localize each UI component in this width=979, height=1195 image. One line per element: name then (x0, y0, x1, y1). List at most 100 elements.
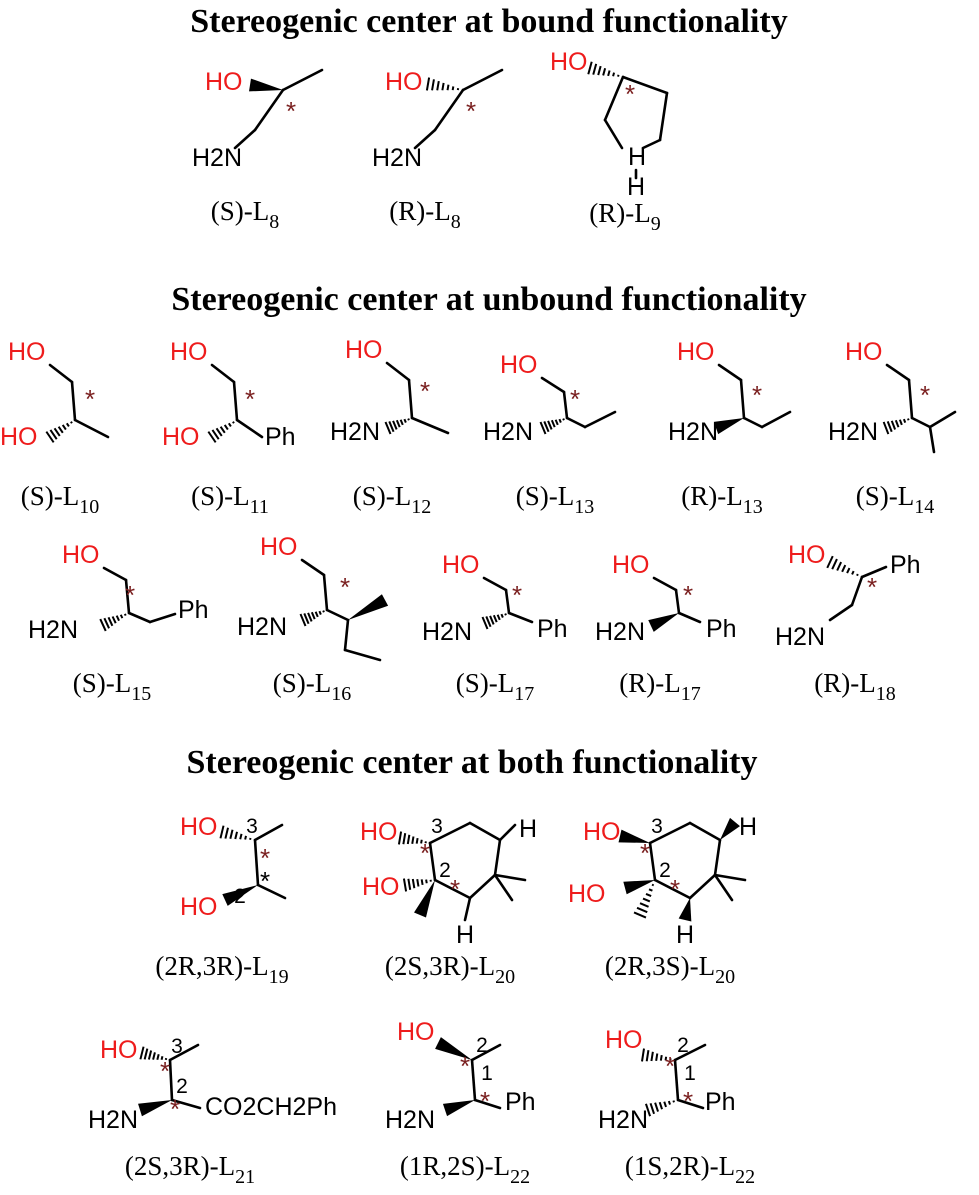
stereocenter-marker: * (640, 838, 650, 868)
hash-bond (907, 418, 910, 421)
hash-bond (397, 831, 403, 845)
hash-bond (651, 883, 655, 887)
hash-bond (115, 615, 120, 622)
bond (885, 363, 911, 382)
wedge-bond (713, 418, 744, 435)
hash-bond (234, 831, 238, 840)
hash-bond (244, 835, 247, 840)
stereocenter-marker: * (665, 1051, 675, 1081)
bond (928, 410, 957, 429)
bond (170, 1098, 202, 1110)
bond (493, 873, 514, 902)
stereocenter-marker: * (160, 1056, 170, 1086)
amino-label: H2N (483, 418, 533, 446)
hash-bond (143, 1048, 149, 1060)
header-unbound: Stereogenic center at unbound functional… (171, 281, 806, 318)
caption-S-L8: (S)-L8 (211, 196, 279, 233)
hash-bond (894, 419, 900, 428)
hydroxyl-label: HO (170, 338, 208, 366)
stereocenter-marker: * (340, 572, 350, 602)
ring-nitrogen-label: H (628, 143, 646, 171)
bond (676, 1098, 705, 1110)
phenyl-label: Ph (706, 615, 737, 643)
bond (148, 612, 177, 624)
hash-bond (672, 1100, 675, 1103)
wedge-bond (442, 1100, 475, 1117)
stereocenter-marker: * (450, 874, 460, 904)
locant-label: 1 (481, 1062, 493, 1085)
bond (232, 380, 239, 422)
header-bound: Stereogenic center at bound functionalit… (190, 3, 788, 40)
bond (583, 410, 617, 429)
hash-bond (451, 86, 455, 91)
locant-label: 2 (176, 1075, 188, 1098)
stereocenter-marker: * (420, 376, 430, 406)
bond (343, 648, 382, 662)
hash-bond (856, 573, 859, 577)
stereocenter-marker: * (245, 384, 255, 414)
hash-bond (425, 879, 428, 884)
amino-label: H2N (595, 618, 645, 646)
bond (677, 611, 702, 624)
bond (713, 873, 734, 902)
hydrogen-label: H (519, 815, 537, 843)
locant-label: 3 (171, 1035, 183, 1058)
hash-bond (156, 1054, 160, 1060)
stereocenter-marker: * (683, 580, 693, 610)
hash-bond (539, 421, 547, 435)
hash-bond (636, 906, 648, 914)
hash-bond (841, 564, 847, 573)
bond (562, 390, 569, 420)
bond (253, 838, 260, 887)
hash-bond (402, 833, 407, 845)
bond (235, 418, 264, 439)
wedge-bond (648, 613, 679, 632)
bond (102, 566, 128, 582)
hash-bond (898, 419, 903, 426)
caption-2R3R-L19: (2R,3R)-L19 (155, 951, 288, 988)
hash-bond (314, 611, 319, 618)
bond (498, 823, 517, 842)
phenyl-label: Ph (265, 423, 296, 451)
hydroxyl-label: HO (205, 68, 243, 96)
stereocenter-marker: * (170, 1094, 180, 1124)
hash-bond (211, 429, 220, 440)
bond (653, 878, 692, 900)
header-both: Stereogenic center at both functionality (187, 744, 758, 781)
bond (828, 603, 854, 622)
hash-bond (229, 829, 234, 840)
hash-bond (633, 911, 647, 919)
hash-bond (219, 825, 225, 839)
bond (713, 838, 722, 877)
bond (713, 873, 747, 882)
locant-label: 2 (439, 859, 451, 882)
stereocenter-marker: * (480, 1086, 490, 1116)
wedge-bond (720, 817, 740, 840)
phenyl-label: Ph (505, 1088, 536, 1116)
hash-bond (406, 834, 411, 845)
hash-bond (207, 431, 217, 443)
locant-label: 2 (234, 885, 246, 908)
bond (603, 118, 624, 150)
hash-bond (441, 82, 445, 91)
hash-bond (139, 1046, 145, 1060)
bond (124, 578, 131, 615)
hash-bond (496, 614, 501, 621)
hydroxyl-label: HO (62, 541, 100, 569)
hash-bond (407, 418, 410, 421)
bond (674, 588, 681, 615)
hash-bond (554, 419, 559, 426)
amino-label: H2N (775, 623, 825, 651)
caption-S-L15: (S)-L15 (73, 668, 151, 705)
hash-bond (446, 84, 450, 91)
hash-bond (639, 902, 649, 908)
hash-bond (407, 878, 412, 890)
hash-bond (411, 836, 415, 844)
wedge-bond (348, 594, 389, 620)
